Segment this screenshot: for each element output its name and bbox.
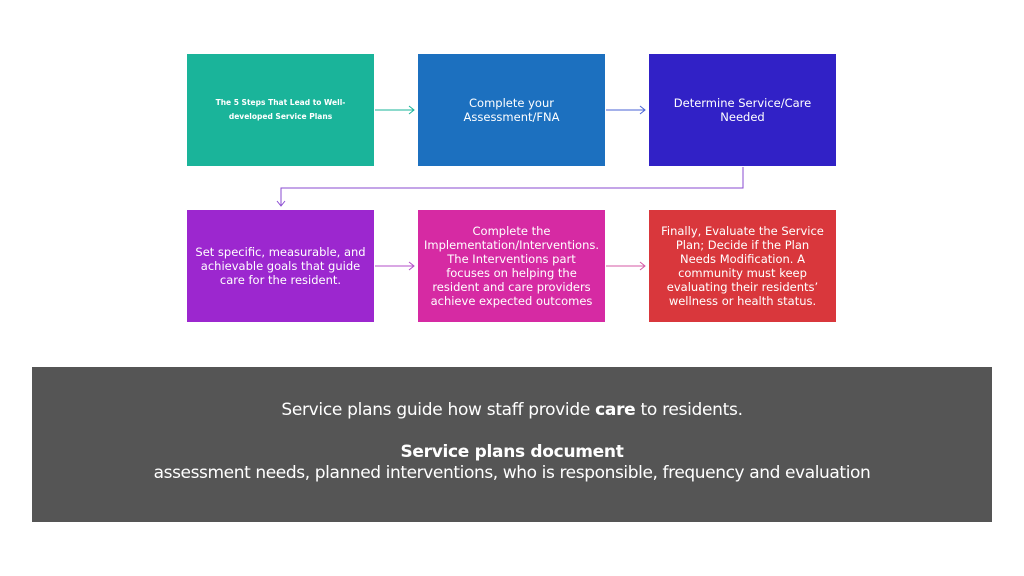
banner-line-3: assessment needs, planned interventions,…: [153, 463, 871, 483]
arrow-1-to-2: [375, 105, 415, 115]
step-text: Determine Service/Care Needed: [673, 96, 812, 124]
arrow-4-to-5: [375, 261, 415, 271]
step-text: The 5 Steps That Lead to Well-developed …: [215, 98, 346, 121]
banner-line-1: Service plans guide how staff provide ca…: [32, 400, 992, 420]
banner-line-1-post: to residents.: [635, 400, 743, 420]
step-box-implementation: Complete the Implementation/Intervention…: [418, 210, 605, 322]
step-box-intro: The 5 Steps That Lead to Well-developed …: [187, 54, 374, 166]
step-box-set-goals: Set specific, measurable, and achievable…: [187, 210, 374, 322]
arrow-2-to-3: [606, 105, 646, 115]
step-box-assessment: Complete your Assessment/FNA: [418, 54, 605, 166]
step-box-determine-service: Determine Service/Care Needed: [649, 54, 836, 166]
step-box-evaluate: Finally, Evaluate the Service Plan; Deci…: [649, 210, 836, 322]
step-text: Complete your Assessment/FNA: [463, 96, 560, 124]
arrow-3-to-4: [276, 167, 744, 207]
banner-line-1-bold: care: [595, 400, 636, 420]
step-text: Complete the Implementation/Intervention…: [423, 224, 600, 308]
banner-line-2: Service plans document: [400, 442, 624, 462]
step-text: Set specific, measurable, and achievable…: [195, 245, 366, 287]
banner-line-1-pre: Service plans guide how staff provide: [281, 400, 596, 420]
summary-banner: Service plans guide how staff provide ca…: [32, 367, 992, 522]
step-text: Finally, Evaluate the Service Plan; Deci…: [661, 224, 824, 308]
arrow-5-to-6: [606, 261, 646, 271]
